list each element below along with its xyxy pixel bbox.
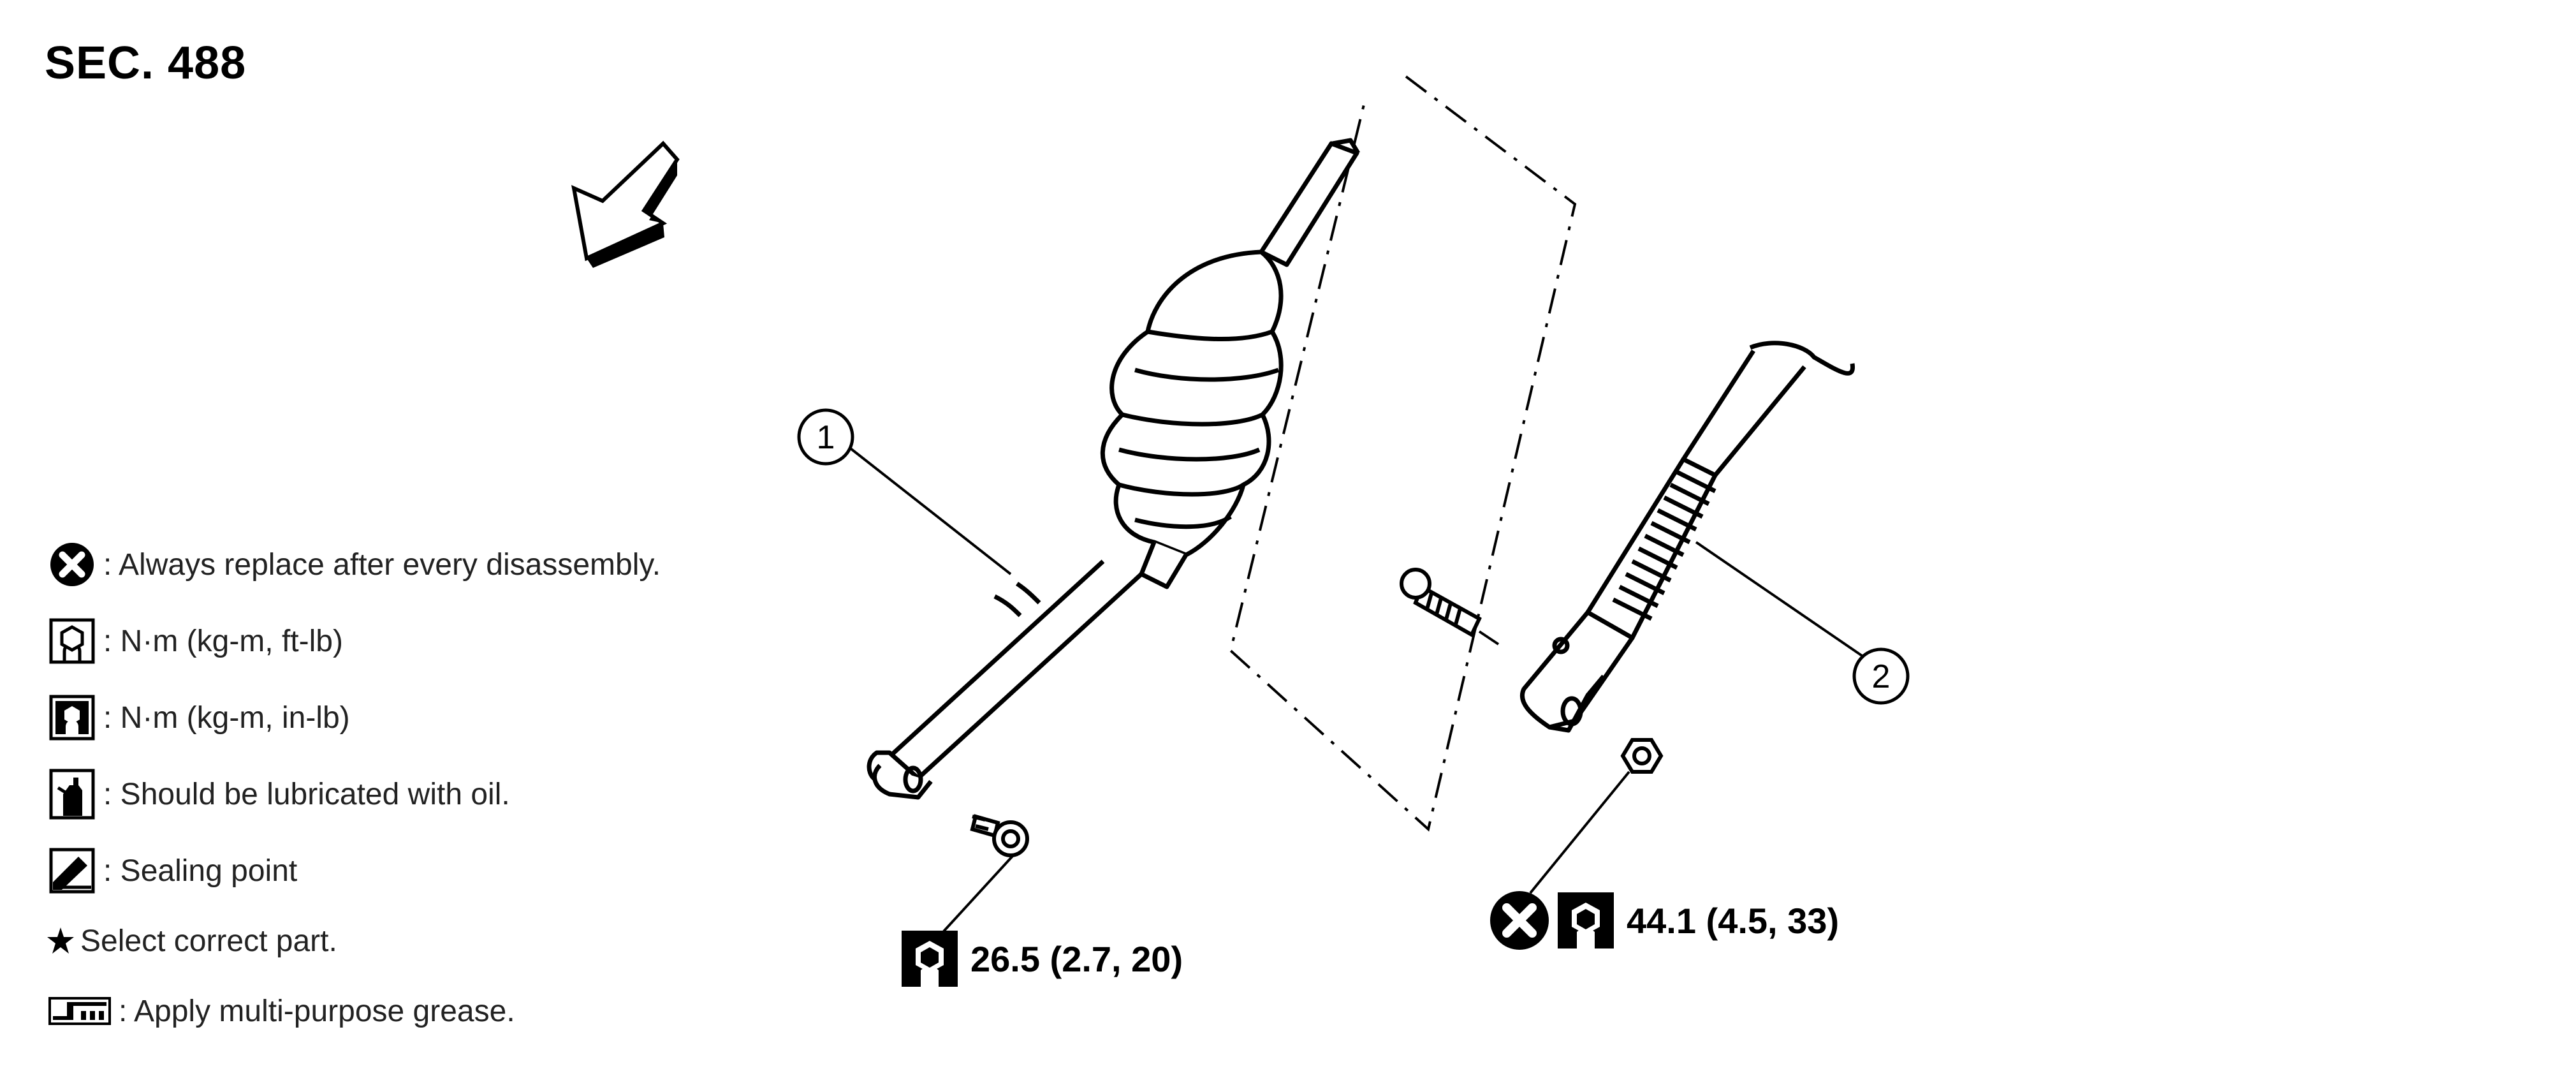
callout-2-number: 2 (1872, 658, 1891, 695)
sealing-point-icon (45, 843, 99, 898)
legend-text: : N·m (kg-m, ft-lb) (103, 624, 343, 658)
callout-1: 1 (797, 408, 854, 466)
callout-2: 2 (1852, 647, 1910, 705)
boundary-outline (1229, 75, 1577, 832)
star-icon (45, 913, 77, 968)
legend-item-always-replace: : Always replace after every disassembly… (45, 536, 661, 593)
oil-can-icon (45, 767, 99, 822)
torque-spec-2: 44.1 (4.5, 33) (1489, 890, 1839, 951)
always-replace-icon (1490, 891, 1549, 950)
legend-text: Select correct part. (80, 924, 337, 958)
callout-1-number: 1 (817, 419, 835, 456)
legend-item-grease: : Apply multi-purpose grease. (45, 982, 515, 1040)
legend-item-oil: : Should be lubricated with oil. (45, 765, 510, 823)
shaft-bolt-icon (970, 814, 1029, 857)
section-title: SEC. 488 (45, 38, 247, 89)
steering-column-shaft (867, 138, 1361, 800)
legend-text: : Should be lubricated with oil. (103, 777, 510, 811)
front-direction-arrow-icon (571, 140, 680, 268)
torque-wrench-icon (1558, 892, 1614, 948)
torque-value-2: 44.1 (4.5, 33) (1627, 900, 1840, 941)
legend-item-select-part: Select correct part. (45, 912, 337, 970)
torque-ft-lb-icon (45, 614, 99, 668)
yoke-bolt-icon (1400, 568, 1482, 638)
legend-item-torque-ft-lb: : N·m (kg-m, ft-lb) (45, 612, 343, 670)
leader-lines (847, 445, 1879, 933)
legend-text: : Always replace after every disassembly… (103, 547, 661, 582)
legend-text: : Sealing point (103, 853, 298, 888)
torque-in-lb-icon (45, 690, 99, 745)
lower-shaft (1519, 341, 1855, 733)
always-replace-icon (45, 537, 99, 592)
torque-wrench-icon (902, 931, 958, 987)
legend-item-sealing: : Sealing point (45, 842, 297, 899)
torque-value-1: 26.5 (2.7, 20) (970, 938, 1183, 979)
legend-text: : N·m (kg-m, in-lb) (103, 700, 350, 735)
torque-spec-1: 26.5 (2.7, 20) (899, 928, 1183, 989)
grease-icon (45, 984, 115, 1038)
legend-item-torque-in-lb: : N·m (kg-m, in-lb) (45, 689, 350, 746)
yoke-nut-icon (1620, 738, 1664, 774)
legend-text: : Apply multi-purpose grease. (119, 994, 515, 1028)
